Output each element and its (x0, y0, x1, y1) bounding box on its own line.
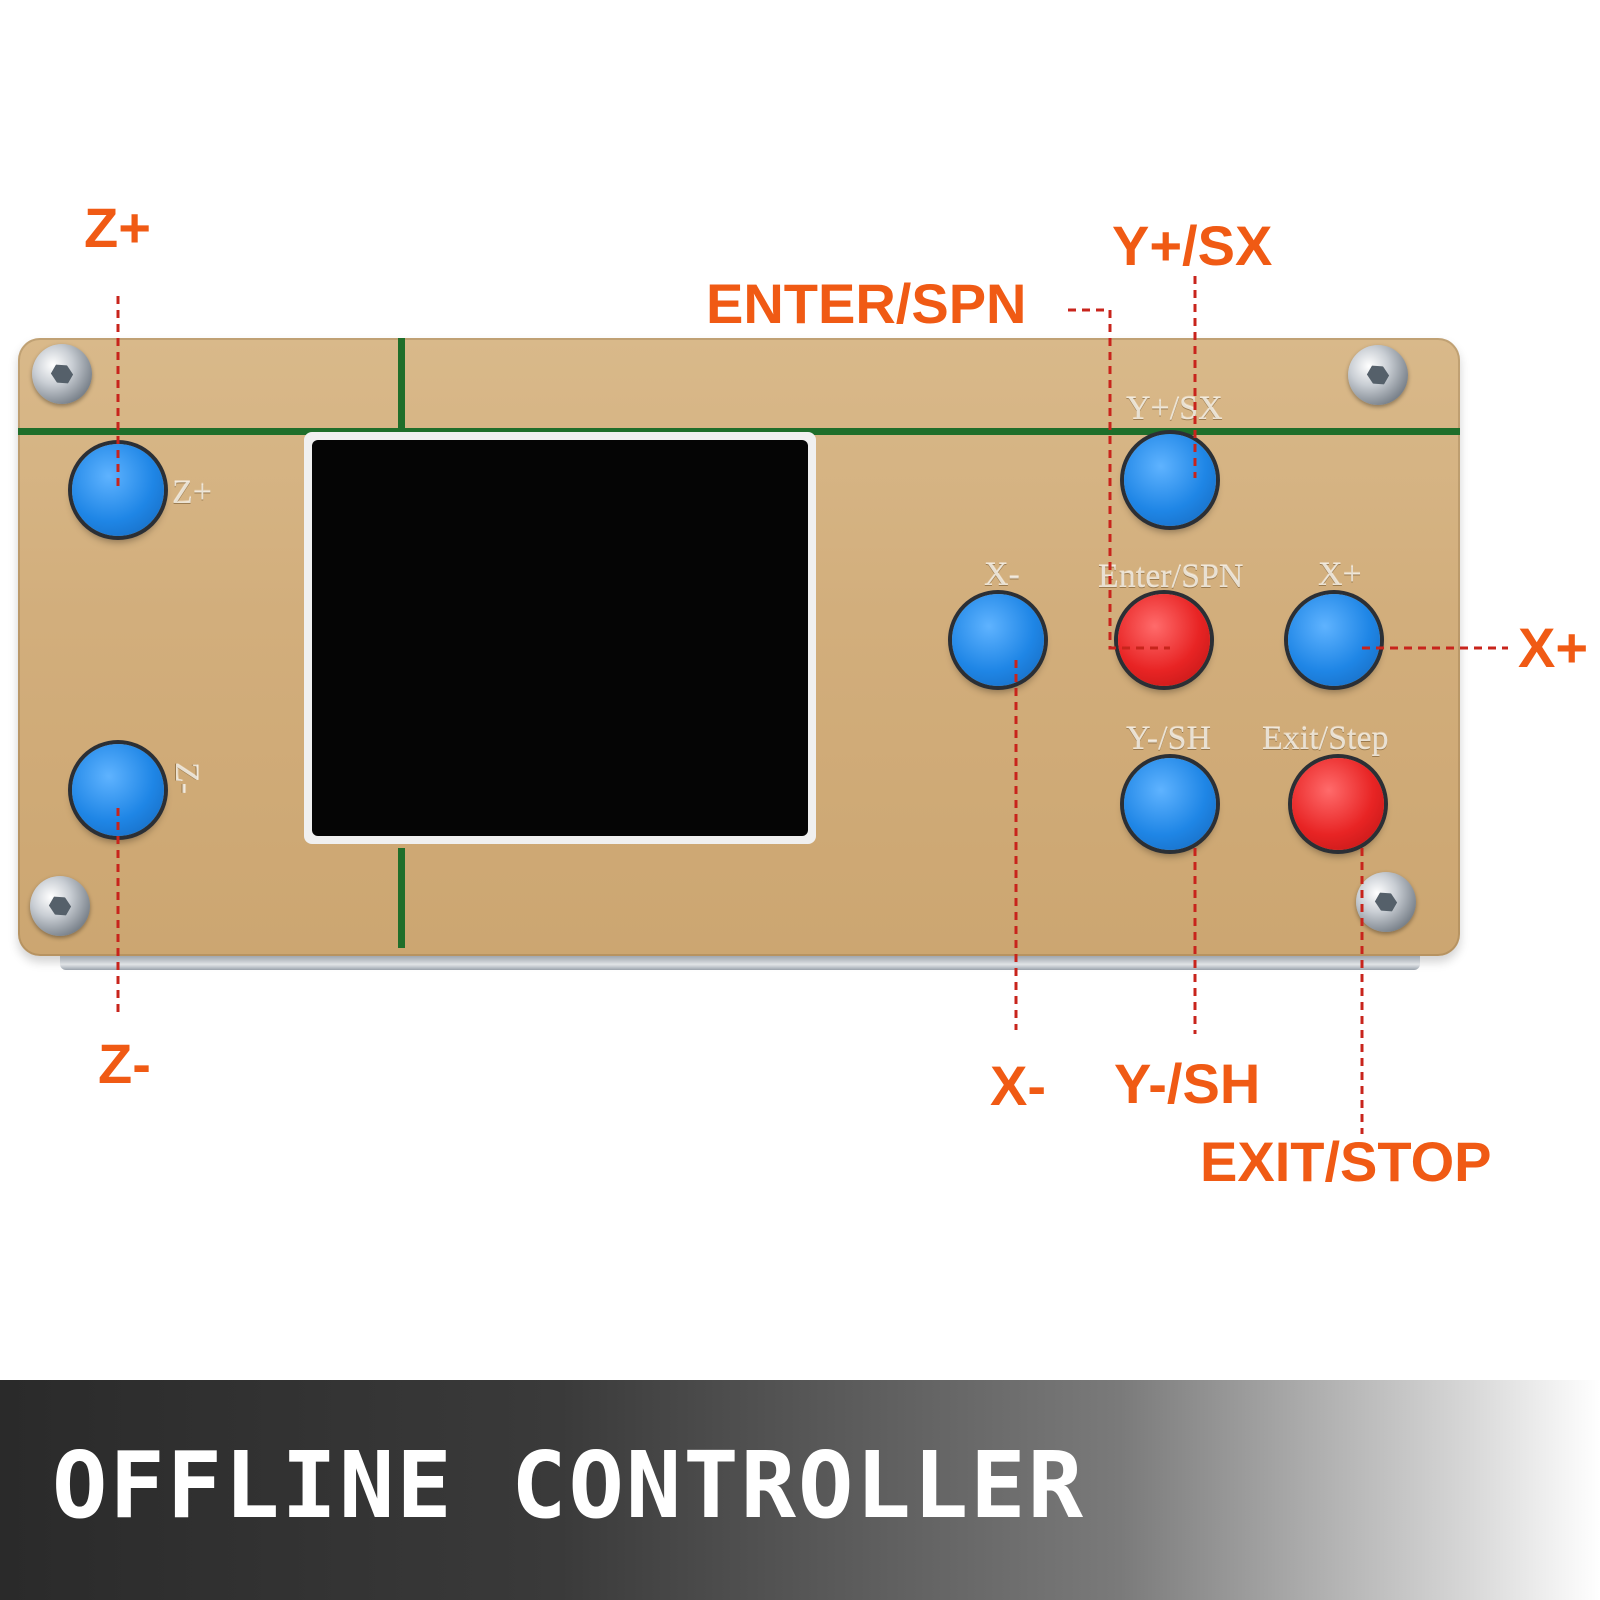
enter-spn-button[interactable] (1118, 594, 1210, 686)
z-minus-button[interactable] (72, 744, 164, 836)
x-plus-button[interactable] (1288, 594, 1380, 686)
screw-bottom-right (1356, 872, 1416, 932)
callout-y-plus-sx: Y+/SX (1112, 214, 1273, 277)
film-line-vertical-top (398, 338, 405, 428)
lcd-display (312, 440, 808, 836)
engraved-enter-spn: Enter/SPN (1098, 558, 1244, 595)
title-banner (0, 1380, 1600, 1600)
screw-top-right (1348, 345, 1408, 405)
z-plus-button[interactable] (72, 444, 164, 536)
engraved-x-minus: X- (984, 556, 1020, 593)
film-line-vertical-bottom (398, 848, 405, 948)
engraved-y-plus-sx: Y+/SX (1126, 390, 1223, 427)
lcd-screen (304, 432, 816, 844)
engraved-exit-step: Exit/Step (1262, 720, 1389, 757)
engraved-x-plus: X+ (1318, 556, 1362, 593)
callout-enter-spn: ENTER/SPN (706, 272, 1027, 335)
leader-enter-spn (1068, 308, 1170, 650)
engraved-y-minus-sh: Y-/SH (1126, 720, 1212, 757)
board-edge (60, 956, 1420, 970)
callout-x-plus: X+ (1518, 616, 1589, 679)
engraved-z-plus: Z+ (172, 474, 212, 511)
y-minus-sh-button[interactable] (1124, 758, 1216, 850)
callout-z-plus: Z+ (84, 196, 151, 259)
screw-bottom-left (30, 876, 90, 936)
exit-step-button[interactable] (1292, 758, 1384, 850)
banner-title: OFFLINE CONTROLLER (52, 1432, 1085, 1539)
callout-z-minus: Z- (98, 1032, 151, 1095)
y-plus-sx-button[interactable] (1124, 434, 1216, 526)
callout-y-minus-sh: Y-/SH (1114, 1052, 1261, 1115)
film-line-horizontal (18, 428, 1460, 435)
callout-x-minus: X- (990, 1054, 1046, 1117)
screw-top-left (32, 344, 92, 404)
callout-exit-stop: EXIT/STOP (1200, 1130, 1492, 1193)
x-minus-button[interactable] (952, 594, 1044, 686)
